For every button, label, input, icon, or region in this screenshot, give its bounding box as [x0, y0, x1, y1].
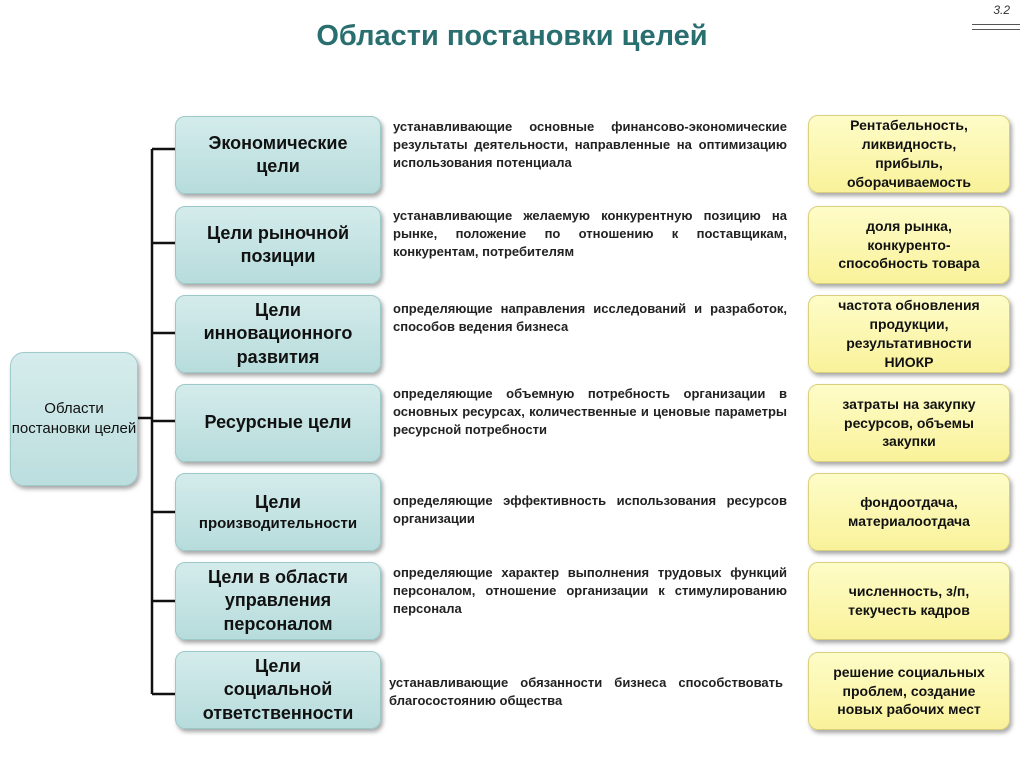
goal-label: Цели: [255, 491, 301, 512]
goal-description: устанавливающие обязанности бизнеса спос…: [389, 675, 783, 709]
slide-number: 3.2: [993, 3, 1010, 17]
goal-label: ответственности: [202, 702, 354, 723]
goal-description: определяющие характер выполнения трудовы…: [393, 565, 787, 617]
goal-label: инновационного: [203, 323, 353, 344]
header-divider: [972, 24, 1020, 30]
goal-label: Цели: [255, 655, 301, 676]
goal-description: устанавливающие основные финансово-эконо…: [393, 119, 787, 171]
goal-label: Цели рыночной: [206, 222, 350, 243]
goal-box-productivity: Цели производительности: [175, 473, 381, 551]
goal-box-resource: Ресурсные цели: [175, 384, 381, 462]
goal-label: производительности: [198, 514, 358, 532]
goal-label: развития: [236, 346, 320, 367]
metric-box: затраты на закупку ресурсов, объемы заку…: [808, 384, 1010, 462]
goal-box-market: Цели рыночной позиции: [175, 206, 381, 284]
goal-description: устанавливающие желаемую конкурентную по…: [393, 208, 787, 260]
metric-box: частота обновления продукции, результати…: [808, 295, 1010, 373]
page-title: Области постановки целей: [316, 20, 708, 52]
root-node: Области постановки целей: [10, 352, 138, 486]
goal-box-social: Цели социальной ответственности: [175, 651, 381, 729]
goal-label: позиции: [240, 246, 316, 266]
goal-label: Экономические: [208, 132, 348, 153]
metric-box: численность, з/п, текучесть кадров: [808, 562, 1010, 640]
metric-box: Рентабельность, ликвидность, прибыль, об…: [808, 115, 1010, 193]
goal-description: определяющие объемную потребность органи…: [393, 386, 787, 438]
goal-label: персоналом: [223, 613, 333, 634]
goal-label: Цели: [255, 299, 301, 320]
goal-label: Ресурсные цели: [204, 412, 352, 433]
metric-box: решение социальных проблем, создание нов…: [808, 652, 1010, 730]
metric-box: фондоотдача, материалоотдача: [808, 473, 1010, 551]
goal-description: определяющие направления исследований и …: [393, 301, 787, 335]
metric-box: доля рынка, конкуренто- способность това…: [808, 206, 1010, 284]
goal-label: управления: [224, 590, 332, 611]
goal-label: цели: [256, 156, 300, 176]
goal-description: определяющие эффективность использования…: [393, 493, 787, 527]
goal-box-innovation: Цели инновационного развития: [175, 295, 381, 373]
goal-box-economic: Экономические цели: [175, 116, 381, 194]
goal-label: Цели в области: [208, 566, 348, 587]
goal-label: социальной: [223, 679, 333, 700]
goal-box-personnel: Цели в области управления персоналом: [175, 562, 381, 640]
